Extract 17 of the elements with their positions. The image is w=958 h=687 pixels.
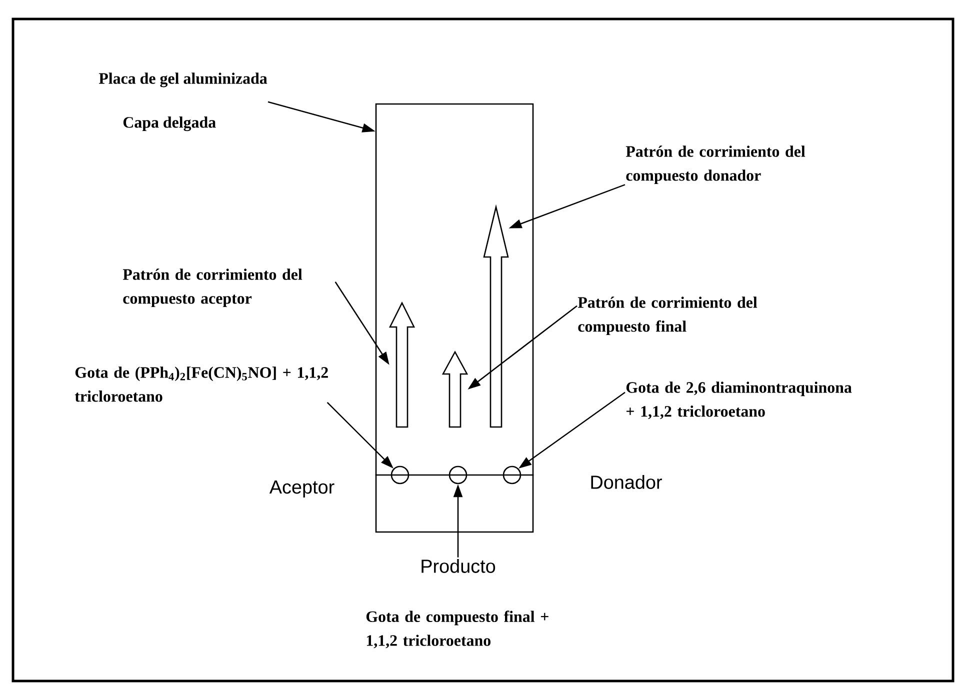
sample-spot <box>448 466 468 484</box>
callout-text: Gota de (PPh$_{4}$)$_{2}$[Fe(CN)$_{5}$NO] + 1,1,2 tricloroetano <box>74 366 328 402</box>
migration-trail <box>483 204 509 428</box>
callout-text: Patrón de corrimiento del compuesto aceptor <box>122 268 302 308</box>
callout-text: Gota de 2,6 diaminontraquinona + 1,1,2 tricloroetano <box>626 382 852 420</box>
callout-text: Patrón de corrimiento del compuesto donador <box>626 146 806 184</box>
side-label: Donador <box>591 475 662 489</box>
callout-text: Producto <box>422 559 496 573</box>
side-label: Aceptor <box>269 480 334 498</box>
text-label: Placa de gel aluminizada Capa delgada <box>98 72 268 132</box>
sample-spot <box>390 466 410 484</box>
tlc-plate <box>375 103 534 533</box>
callout-text: Patrón de corrimiento del compuesto final <box>578 296 758 336</box>
sample-spot <box>502 466 522 484</box>
migration-trail <box>388 302 416 428</box>
note-text: Gota de compuesto final + 1,1,2 tricloroetano <box>366 610 548 648</box>
migration-trail <box>442 350 468 428</box>
